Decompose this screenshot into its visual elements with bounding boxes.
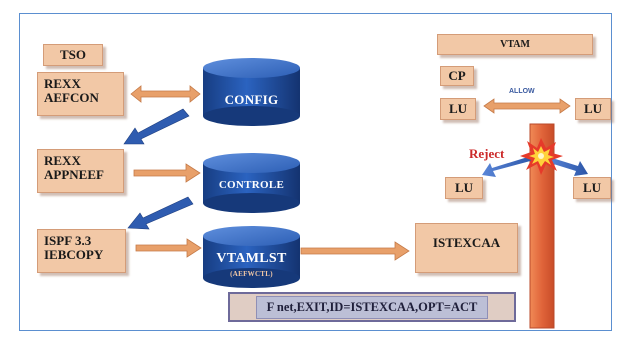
rexx-aefcon-line2: AEFCON xyxy=(44,90,99,105)
reject-label: Reject xyxy=(469,146,505,161)
rexx-aefcon-box: REXX AEFCON xyxy=(37,72,124,116)
vtam-box: VTAM xyxy=(437,34,593,55)
tso-label: TSO xyxy=(59,47,86,62)
arrow-vtamlst-istexcaa xyxy=(300,241,410,261)
command-box: F net,EXIT,ID=ISTEXCAA,OPT=ACT xyxy=(228,292,516,322)
lu-top-right-box: LU xyxy=(575,98,611,120)
arrow-aefcon-config xyxy=(130,85,201,103)
cp-box: CP xyxy=(440,66,474,86)
lu-bottom-left-label: LU xyxy=(454,180,474,195)
arrow-appneef-controle xyxy=(133,163,201,183)
controle-cylinder xyxy=(203,153,300,213)
vtam-label: VTAM xyxy=(500,38,530,50)
rexx-aefcon-line1: REXX xyxy=(44,76,81,91)
lu-bottom-right-label: LU xyxy=(582,180,602,195)
rexx-appneef-line1: REXX xyxy=(44,153,81,168)
reject-arrow-left xyxy=(482,156,534,177)
arrow-config-appneef xyxy=(123,108,190,145)
tso-box: TSO xyxy=(43,44,103,66)
istexcaa-label: ISTEXCAA xyxy=(432,235,501,250)
reject-arrow-right xyxy=(547,157,588,176)
arrow-ispf-vtamlst xyxy=(135,238,202,258)
arrow-controle-ispf xyxy=(127,196,194,230)
explosion-icon xyxy=(520,138,563,175)
lu-top-left-label: LU xyxy=(448,101,468,116)
command-text: F net,EXIT,ID=ISTEXCAA,OPT=ACT xyxy=(255,295,489,319)
rexx-appneef-box: REXX APPNEEF xyxy=(37,149,124,193)
vtamlst-label: VTAMLST xyxy=(216,251,287,266)
lu-bottom-right-box: LU xyxy=(573,177,611,199)
lu-top-left-box: LU xyxy=(440,98,476,120)
rexx-appneef-line2: APPNEEF xyxy=(44,167,104,182)
allow-arrow xyxy=(483,98,571,114)
istexcaa-box: ISTEXCAA xyxy=(415,223,518,273)
lu-bottom-left-box: LU xyxy=(445,177,483,199)
config-cylinder xyxy=(203,58,300,126)
ispf-line1: ISPF 3.3 xyxy=(44,233,92,248)
ispf-box: ISPF 3.3 IEBCOPY xyxy=(37,229,126,273)
lu-top-right-label: LU xyxy=(583,101,603,116)
vtamlst-cylinder xyxy=(203,226,300,288)
config-label: CONFIG xyxy=(224,92,279,107)
cp-label: CP xyxy=(448,68,466,83)
ispf-line2: IEBCOPY xyxy=(44,247,104,262)
controle-label: CONTROLE xyxy=(218,179,285,191)
allow-label: ALLOW xyxy=(509,88,535,95)
vtamlst-sub-label: (AEFWCTL) xyxy=(230,270,273,278)
